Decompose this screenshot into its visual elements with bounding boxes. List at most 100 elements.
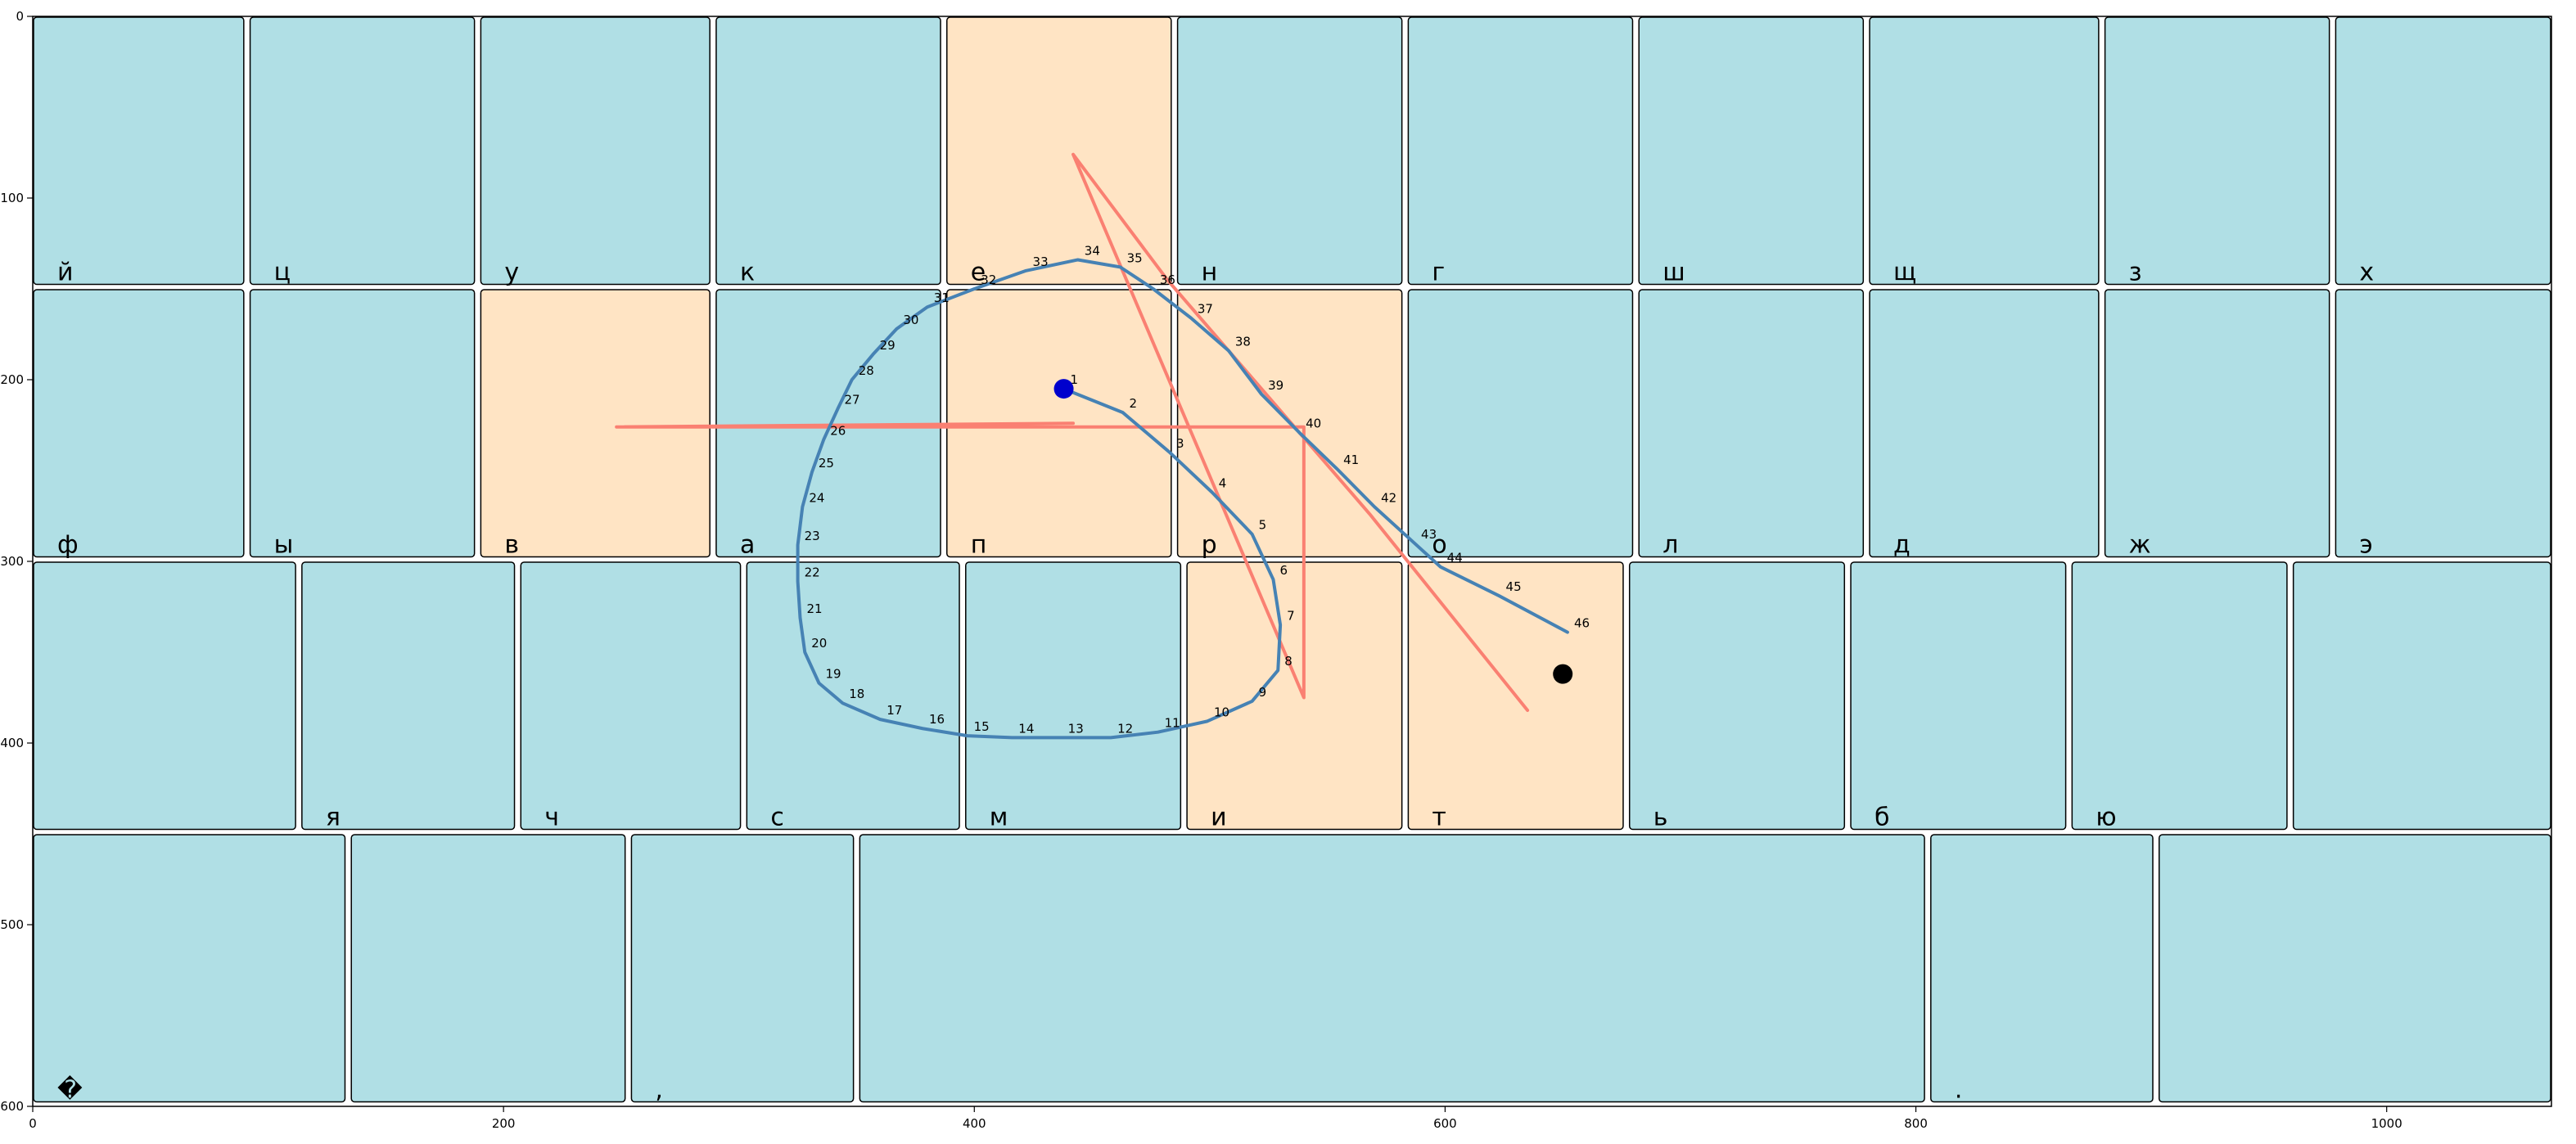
- keyboard-key: ш: [1638, 16, 1865, 287]
- keyboard-key: к: [715, 16, 941, 287]
- keyboard-key: [350, 834, 626, 1103]
- keyboard-key: ц: [249, 16, 476, 287]
- key-label: ю: [2096, 804, 2116, 832]
- y-tick: 100: [0, 191, 33, 205]
- x-tick: 800: [1904, 1106, 1928, 1131]
- point-label: 18: [849, 687, 864, 701]
- key-rect: [1638, 16, 1865, 286]
- end-marker: [1553, 664, 1573, 684]
- point-label: 26: [830, 423, 846, 438]
- keyboard-key: л: [1638, 289, 1865, 560]
- key-rect: [1407, 16, 1634, 286]
- key-label: э: [2359, 531, 2372, 560]
- x-tick-label: 0: [29, 1116, 37, 1131]
- key-rect: [1638, 289, 1865, 558]
- key-label: п: [971, 531, 987, 560]
- point-label: 28: [859, 363, 874, 378]
- point-label: 29: [880, 338, 896, 353]
- key-rect: [480, 289, 711, 558]
- keyboard-key: [2292, 561, 2551, 831]
- point-label: 34: [1085, 243, 1100, 258]
- key-label: г: [1432, 259, 1445, 287]
- y-tick: 600: [0, 1099, 33, 1114]
- key-label: е: [971, 259, 986, 287]
- point-label: 31: [934, 291, 950, 305]
- key-label: р: [1202, 531, 1217, 560]
- key-label: т: [1432, 804, 1446, 832]
- key-rect: [2159, 834, 2551, 1103]
- key-rect: [1628, 561, 1846, 831]
- key-label: й: [57, 259, 74, 287]
- x-tick: 200: [492, 1106, 515, 1131]
- x-tick: 400: [963, 1106, 986, 1131]
- key-label: л: [1662, 531, 1678, 560]
- point-label: 33: [1033, 254, 1049, 269]
- key-label: ь: [1653, 804, 1668, 832]
- y-tick-label: 100: [0, 191, 24, 205]
- keyboard-key: щ: [1869, 16, 2100, 287]
- keyboard-key: ю: [2071, 561, 2288, 832]
- key-label: к: [740, 259, 755, 287]
- keyboard-key: у: [480, 16, 711, 287]
- point-label: 5: [1259, 518, 1267, 533]
- y-tick-label: 400: [0, 736, 24, 750]
- keyboard-key: ф: [33, 289, 245, 560]
- key-label: б: [1874, 804, 1890, 832]
- key-label: ц: [274, 259, 291, 287]
- point-label: 19: [825, 667, 841, 682]
- key-rect: [630, 834, 855, 1103]
- key-rect: [1407, 289, 1634, 558]
- key-rect: [350, 834, 626, 1103]
- key-label: я: [326, 804, 341, 832]
- start-marker: [1053, 379, 1074, 399]
- keyboard-key: ,: [630, 834, 855, 1105]
- key-label: з: [2129, 259, 2142, 287]
- point-label: 3: [1176, 436, 1184, 451]
- y-tick-label: 600: [0, 1099, 24, 1114]
- keyboard-key: ж: [2104, 289, 2330, 560]
- keyboard-key: .: [1930, 834, 2154, 1105]
- x-tick: 1000: [2371, 1106, 2402, 1131]
- key-label: о: [1432, 531, 1446, 560]
- point-label: 20: [811, 636, 827, 651]
- key-label: ,: [655, 1076, 663, 1105]
- keyboard-key: й: [33, 16, 245, 287]
- point-label: 14: [1018, 721, 1034, 736]
- key-rect: [946, 16, 1172, 286]
- point-label: 37: [1198, 302, 1213, 317]
- y-tick: 400: [0, 736, 33, 750]
- key-label: ы: [274, 531, 294, 560]
- key-label: ж: [2129, 531, 2151, 560]
- key-label: и: [1211, 804, 1227, 832]
- keyboard-key: д: [1869, 289, 2100, 560]
- point-label: 27: [844, 393, 859, 408]
- y-tick-label: 300: [0, 554, 24, 569]
- keyboard-key: ы: [249, 289, 476, 560]
- point-label: 8: [1284, 654, 1293, 669]
- point-label: 39: [1268, 378, 1283, 393]
- key-rect: [2071, 561, 2288, 831]
- keyboard-key: э: [2335, 289, 2551, 560]
- key-rect: [301, 561, 516, 831]
- key-rect: [2335, 289, 2551, 558]
- point-label: 36: [1160, 272, 1175, 287]
- point-label: 12: [1117, 721, 1133, 736]
- x-tick-label: 1000: [2371, 1116, 2402, 1131]
- point-label: 30: [903, 313, 918, 327]
- point-label: 21: [806, 601, 822, 616]
- point-label: 22: [805, 565, 820, 579]
- keyboard-key: м: [965, 561, 1182, 832]
- key-label: а: [740, 531, 755, 560]
- key-rect: [1930, 834, 2154, 1103]
- point-label: 4: [1219, 476, 1227, 491]
- key-rect: [2335, 16, 2551, 286]
- point-label: 7: [1287, 609, 1295, 624]
- key-rect: [33, 834, 346, 1103]
- y-tick: 300: [0, 554, 33, 569]
- key-rect: [33, 16, 245, 286]
- x-tick: 0: [29, 1106, 37, 1131]
- key-rect: [480, 16, 711, 286]
- y-tick-label: 0: [16, 9, 24, 24]
- key-label: ч: [544, 804, 559, 832]
